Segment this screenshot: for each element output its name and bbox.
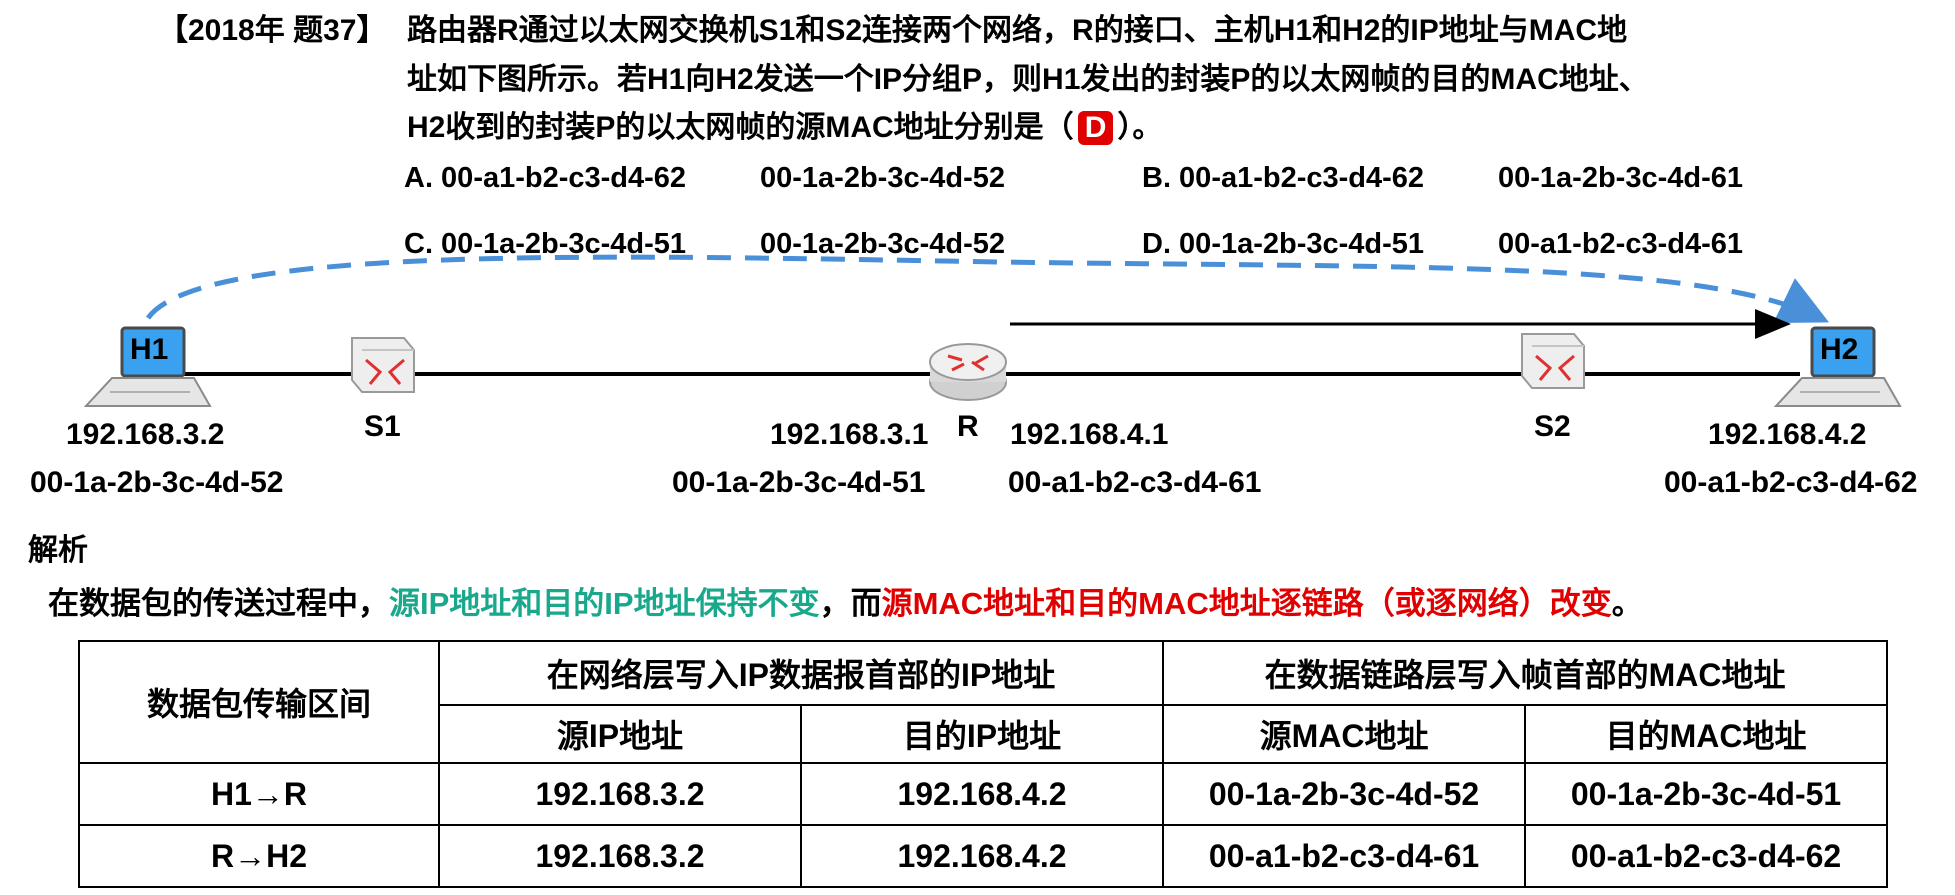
analysis-text-green: 源IP地址和目的IP地址保持不变 <box>389 586 820 621</box>
analysis-text: 在数据包的传送过程中，源IP地址和目的IP地址保持不变，而源MAC地址和目的MA… <box>48 578 1643 623</box>
answer-badge: D <box>1077 111 1114 145</box>
analysis-text-end: 。 <box>1611 586 1643 621</box>
address-table: 数据包传输区间 在网络层写入IP数据报首部的IP地址 在数据链路层写入帧首部的M… <box>78 640 1889 888</box>
question-line-3-text: H2收到的封装P的以太网帧的源MAC地址分别是（ <box>407 111 1074 144</box>
switch-s2-name: S2 <box>1534 410 1571 443</box>
option-d: D. 00-1a-2b-3c-4d-51 <box>1142 228 1425 260</box>
option-c-second: 00-1a-2b-3c-4d-52 <box>760 228 1005 260</box>
switch-s2-icon <box>1521 333 1585 389</box>
header-src-ip: 源IP地址 <box>438 704 802 764</box>
network-diagram <box>83 254 1902 407</box>
router-right-ip: 192.168.4.1 <box>1010 418 1169 451</box>
row-dst-ip: 192.168.4.2 <box>799 824 1165 888</box>
table-row: H1→R 192.168.3.2 192.168.4.2 00-1a-2b-3c… <box>78 762 1889 826</box>
logical-path-arc <box>145 254 1830 324</box>
host-h2-laptop-icon <box>1773 326 1902 407</box>
row-dst-mac: 00-a1-b2-c3-d4-62 <box>1524 824 1889 888</box>
question-prefix: 【2018年 题37】 <box>158 14 387 47</box>
analysis-text-start: 在数据包的传送过程中， <box>48 586 389 621</box>
row-src-mac: 00-1a-2b-3c-4d-52 <box>1162 762 1527 826</box>
option-c: C. 00-1a-2b-3c-4d-51 <box>404 228 687 260</box>
host-h1-name: H1 <box>130 333 169 366</box>
header-dst-ip: 目的IP地址 <box>799 704 1165 764</box>
row-src-ip: 192.168.3.2 <box>438 824 802 888</box>
row-segment: R→H2 <box>78 824 440 888</box>
h2-mac: 00-a1-b2-c3-d4-62 <box>1664 466 1918 499</box>
host-h1-laptop-icon <box>83 326 212 407</box>
question-line-3-end: ）。 <box>1117 111 1163 144</box>
header-mac-group: 在数据链路层写入帧首部的MAC地址 <box>1162 640 1889 706</box>
header-src-mac: 源MAC地址 <box>1162 704 1527 764</box>
option-a: A. 00-a1-b2-c3-d4-62 <box>404 162 687 194</box>
router-left-ip: 192.168.3.1 <box>770 418 929 451</box>
analysis-text-mid: ，而 <box>819 586 882 621</box>
row-dst-mac: 00-1a-2b-3c-4d-51 <box>1524 762 1889 826</box>
header-segment: 数据包传输区间 <box>78 640 440 764</box>
header-ip-group: 在网络层写入IP数据报首部的IP地址 <box>437 640 1165 706</box>
analysis-text-red: 源MAC地址和目的MAC地址逐链路（或逐网络）改变 <box>881 586 1612 621</box>
h1-ip: 192.168.3.2 <box>66 418 225 451</box>
h2-ip: 192.168.4.2 <box>1708 418 1867 451</box>
row-segment: H1→R <box>78 762 440 826</box>
h1-mac: 00-1a-2b-3c-4d-52 <box>30 466 284 499</box>
row-src-mac: 00-a1-b2-c3-d4-61 <box>1162 824 1527 888</box>
router-right-mac: 00-a1-b2-c3-d4-61 <box>1008 466 1262 499</box>
question-line-2: 址如下图所示。若H1向H2发送一个IP分组P，则H1发出的封装P的以太网帧的目的… <box>407 63 1649 96</box>
header-dst-mac: 目的MAC地址 <box>1524 704 1889 764</box>
option-b-second: 00-1a-2b-3c-4d-61 <box>1498 162 1743 194</box>
switch-s1-name: S1 <box>364 410 401 443</box>
row-src-ip: 192.168.3.2 <box>438 762 802 826</box>
router-name: R <box>957 410 979 443</box>
option-d-second: 00-a1-b2-c3-d4-61 <box>1498 228 1743 260</box>
question-line-3: H2收到的封装P的以太网帧的源MAC地址分别是（D）。 <box>407 109 1162 147</box>
host-h2-name: H2 <box>1820 333 1859 366</box>
option-a-second: 00-1a-2b-3c-4d-52 <box>760 162 1005 194</box>
router-left-mac: 00-1a-2b-3c-4d-51 <box>672 466 926 499</box>
row-dst-ip: 192.168.4.2 <box>799 762 1165 826</box>
option-b: B. 00-a1-b2-c3-d4-62 <box>1142 162 1425 194</box>
switch-s1-icon <box>351 337 415 393</box>
table-row: R→H2 192.168.3.2 192.168.4.2 00-a1-b2-c3… <box>78 824 1889 888</box>
router-icon <box>929 343 1007 401</box>
analysis-heading: 解析 <box>28 534 88 567</box>
question-line-1: 路由器R通过以太网交换机S1和S2连接两个网络，R的接口、主机H1和H2的IP地… <box>407 14 1628 47</box>
